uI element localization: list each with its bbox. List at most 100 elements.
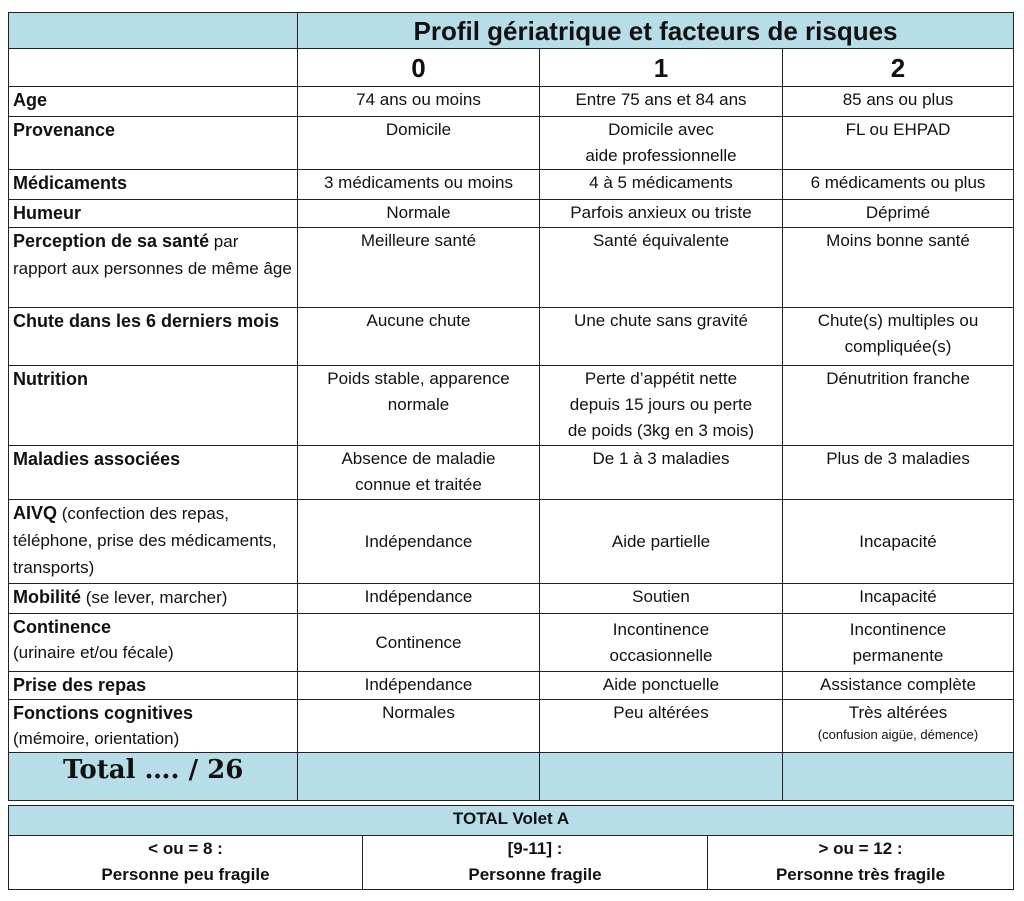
row-label-cell: Maladies associées [8,445,298,500]
score-2-cell: Incapacité [781,583,1015,614]
score-0-cell: Aucune chute [297,307,540,366]
row-label-cell: Fonctions cognitives(mémoire, orientatio… [8,699,298,753]
row-label: Continence [13,617,112,637]
row-label-detail: par rapport aux personnes de même âge [13,232,292,278]
row-label-detail: (confection des repas, téléphone, prise … [13,504,277,577]
row-label-cell: Provenance [8,116,298,170]
cell-text: Très altérées [848,703,948,722]
score-1-cell: Aide ponctuelle [539,671,783,700]
score-2-cell: Moins bonne santé [781,227,1015,308]
cell-text: De 1 à 3 maladies [592,449,730,468]
cell-text: Normales [382,703,455,722]
volet-description: Personne très fragile [775,865,946,884]
cell-text: 4 à 5 médicaments [589,173,733,192]
volet-range: > ou = 12 : [818,839,903,858]
total-score-2-cell [781,752,1015,801]
table-row: Continence(urinaire et/ou fécale)Contine… [8,613,1015,672]
volet-a-summary-table: TOTAL Volet A < ou = 8 : Personne peu fr… [7,805,1015,890]
cell-text: 3 médicaments ou moins [324,173,513,192]
geriatric-profile-document: Profil gériatrique et facteurs de risque… [7,12,1015,890]
volet-range: [9-11] : [507,839,563,858]
cell-text: 85 ans ou plus [842,90,954,109]
score-2-cell: Plus de 3 maladies [781,445,1015,500]
table-row: Perception de sa santé par rapport aux p… [8,227,1015,308]
row-label-cell: Mobilité (se lever, marcher) [8,583,298,614]
volet-cell-mid: [9-11] : Personne fragile [362,835,708,890]
cell-text: Perte d’appétit nette [584,369,738,388]
cell-text: occasionnelle [609,645,713,665]
row-label: Provenance [13,120,116,140]
cell-text: Indépendance [364,675,473,694]
column-header-score-1: 1 [539,48,783,87]
score-0-cell: Domicile [297,116,540,170]
row-label-cell: Médicaments [8,169,298,200]
column-header-score-2: 2 [781,48,1015,87]
row-label-cell: Nutrition [8,365,298,446]
row-label: Humeur [13,203,82,223]
cell-text: 6 médicaments ou plus [810,173,986,192]
score-1-cell: Parfois anxieux ou triste [539,199,783,228]
row-label-cell: Prise des repas [8,671,298,700]
row-label: Médicaments [13,173,128,193]
cell-text: Continence [375,632,462,652]
table-row: Maladies associées Absence de maladie conn… [8,445,1015,500]
header-corner-cell [8,12,298,49]
table-row: Chute dans les 6 derniers mois Aucune chu… [8,307,1015,366]
cell-text: Indépendance [364,531,473,551]
score-1-cell: Entre 75 ans et 84 ans [539,86,783,117]
cell-text: aide professionnelle [585,146,737,165]
score-1-cell: Incontinence occasionnelle [539,613,783,672]
row-label: Age [13,90,48,110]
cell-text: Soutien [632,587,690,606]
cell-text: Assistance complète [820,675,976,694]
cell-text: Aide partielle [611,531,711,551]
row-label: Nutrition [13,369,88,389]
volet-description: Personne fragile [468,865,602,884]
score-1-cell: Soutien [539,583,783,614]
row-label: Prise des repas [13,675,147,695]
cell-text: Incapacité [859,531,937,551]
row-label-cell: AIVQ (confection des repas, téléphone, p… [8,499,298,584]
score-2-cell: Dénutrition franche [781,365,1015,446]
score-0-cell: Indépendance [297,583,540,614]
score-2-cell: FL ou EHPAD [781,116,1015,170]
cell-text: Déprimé [865,203,931,222]
cell-text: normale [387,395,450,414]
volet-cell-low: < ou = 8 : Personne peu fragile [8,835,363,890]
table-row: Médicaments 3 médicaments ou moins 4 à 5 m… [8,169,1015,200]
total-row: Total …. / 26 [8,752,1015,801]
score-2-cell: 85 ans ou plus [781,86,1015,117]
score-0-cell: Indépendance [297,499,540,584]
table-title: Profil gériatrique et facteurs de risque… [296,12,1015,49]
row-label-cell: Age [8,86,298,117]
cell-text: Absence de maladie [341,449,496,468]
cell-text: Plus de 3 maladies [826,449,970,468]
row-label: Fonctions cognitives [13,703,194,723]
cell-text: Parfois anxieux ou triste [570,203,752,222]
column-header-empty [8,48,298,87]
score-1-cell: Une chute sans gravité [539,307,783,366]
cell-text: Incontinence [612,619,710,639]
total-label: Total …. / 26 [8,752,298,801]
cell-text: Incontinence [849,619,947,639]
table-row: Mobilité (se lever, marcher) Indépendance… [8,583,1015,614]
table-row: AIVQ (confection des repas, téléphone, p… [8,499,1015,584]
row-label: Maladies associées [13,449,181,469]
row-label-cell: Continence(urinaire et/ou fécale) [8,613,298,672]
cell-text: connue et traitée [355,475,482,494]
cell-text: Indépendance [364,587,473,606]
volet-description: Personne peu fragile [101,865,270,884]
cell-text: de poids (3kg en 3 mois) [567,421,755,440]
cell-text: Incapacité [859,587,937,606]
row-label: Chute dans les 6 derniers mois [13,311,280,331]
row-label-cell: Chute dans les 6 derniers mois [8,307,298,366]
row-label: Mobilité [13,587,81,607]
cell-text: Santé équivalente [592,231,730,250]
total-score-0-cell [297,752,540,801]
score-0-cell: Meilleure santé [297,227,540,308]
